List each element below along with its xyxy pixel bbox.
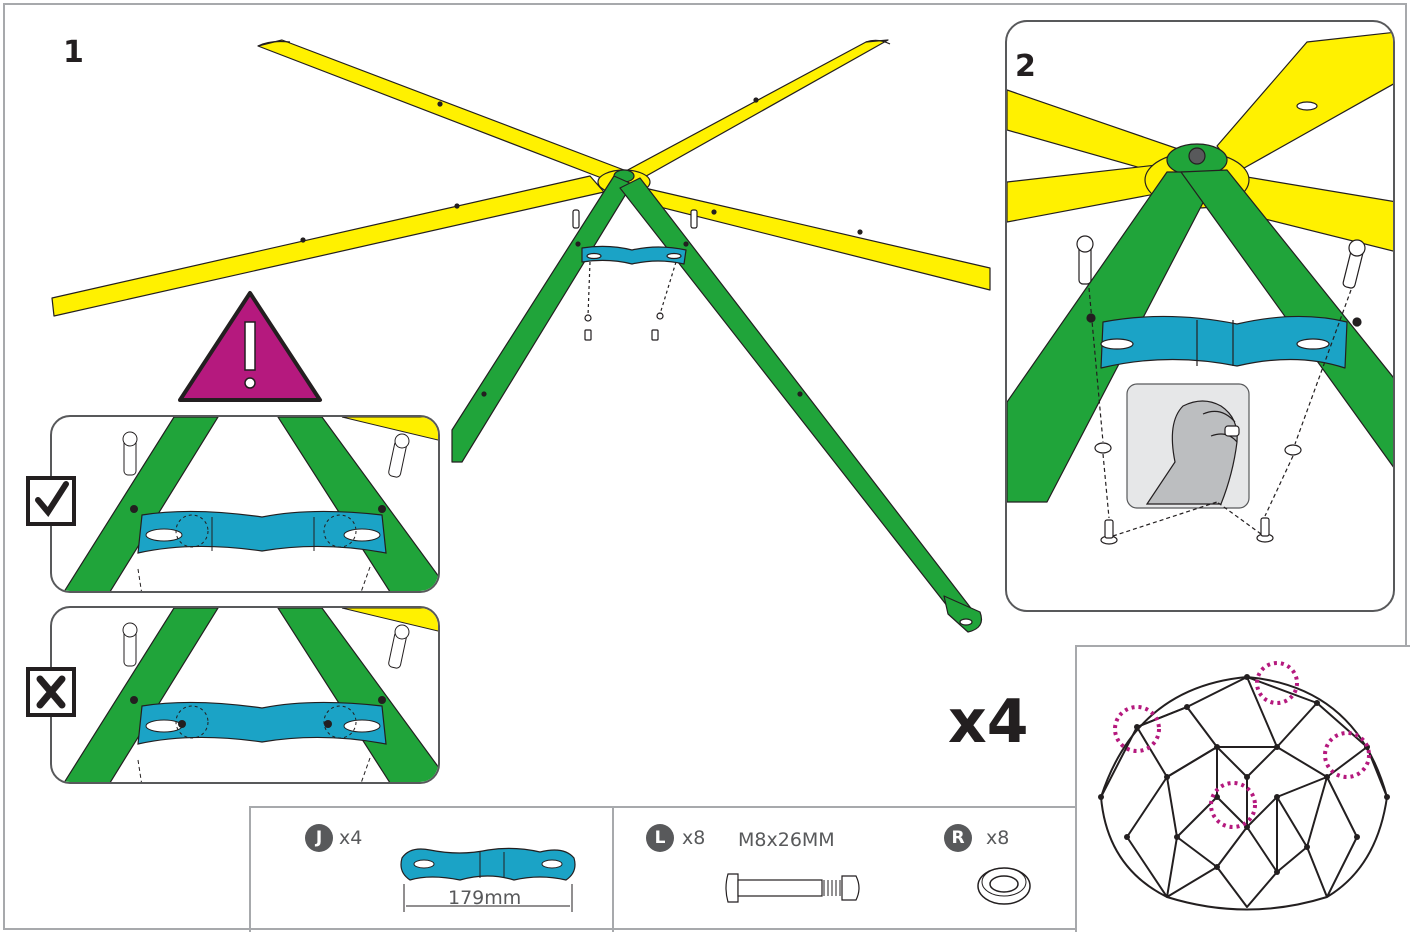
page-frame bbox=[3, 3, 1407, 930]
step-number-1: 1 bbox=[63, 35, 84, 70]
step2-panel: 2 bbox=[1005, 20, 1395, 612]
part-qty-j: x4 bbox=[339, 827, 363, 849]
detail-correct-panel bbox=[50, 415, 440, 593]
part-qty-l: x8 bbox=[682, 827, 706, 849]
part-badge-l: L bbox=[646, 824, 674, 852]
step-number-2: 2 bbox=[1015, 49, 1036, 84]
green-leg-right bbox=[619, 177, 981, 631]
part-badge-j: J bbox=[305, 824, 333, 852]
warning-triangle-icon bbox=[178, 291, 322, 402]
parts-list bbox=[249, 806, 1075, 932]
dome-overview-panel bbox=[1075, 645, 1410, 932]
blue-bracket-small bbox=[581, 245, 687, 265]
yellow-beam-upper-right bbox=[623, 39, 889, 185]
quantity-multiplier: x4 bbox=[948, 687, 1029, 757]
step2-illustration bbox=[1007, 31, 1393, 545]
yellow-beam-upper-left bbox=[257, 39, 625, 183]
cross-icon bbox=[26, 667, 76, 717]
part-spec-l: M8x26MM bbox=[738, 829, 835, 851]
hand-tighten-icon bbox=[1145, 400, 1240, 505]
parts-divider bbox=[612, 806, 614, 932]
correct-assembly-diagram bbox=[63, 417, 438, 591]
detail-incorrect-panel bbox=[50, 606, 440, 784]
yellow-beam-left bbox=[51, 175, 605, 317]
part-dimension-j: 179mm bbox=[448, 887, 522, 909]
part-badge-r: R bbox=[944, 824, 972, 852]
check-icon bbox=[26, 476, 76, 526]
incorrect-assembly-diagram bbox=[63, 608, 438, 782]
part-qty-r: x8 bbox=[986, 827, 1010, 849]
highlight-circles bbox=[1113, 661, 1371, 829]
dome-overview-drawing bbox=[1098, 661, 1390, 911]
